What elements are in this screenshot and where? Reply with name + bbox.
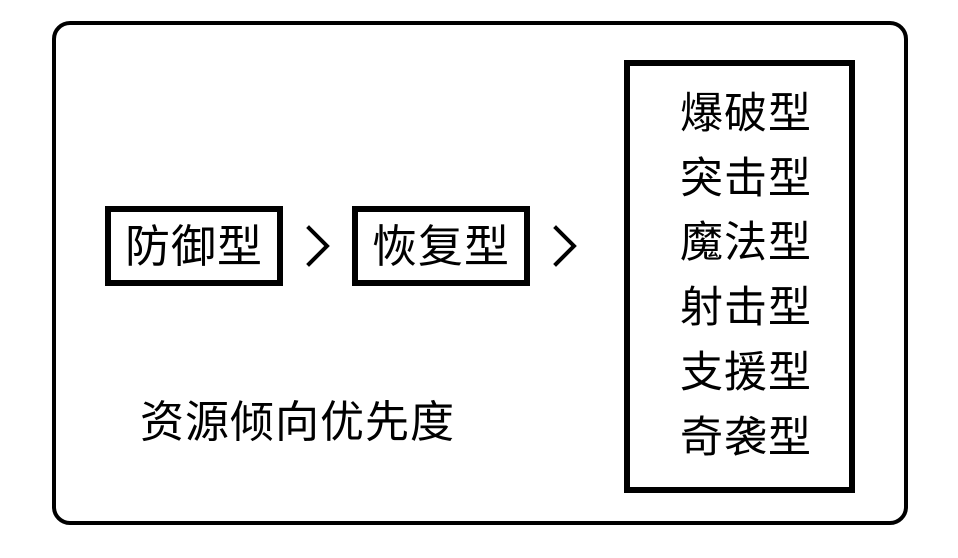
- tier-label-defense: 防御型: [125, 219, 264, 273]
- category-list-box: 爆破型 突击型 魔法型 射击型 支援型 奇袭型: [624, 60, 855, 493]
- list-item[interactable]: 射击型: [680, 283, 812, 334]
- tier-box-defense[interactable]: 防御型: [105, 206, 284, 286]
- tier-label-recovery: 恢复型: [372, 219, 511, 273]
- list-item[interactable]: 奇袭型: [680, 413, 812, 464]
- list-item[interactable]: 支援型: [680, 348, 812, 399]
- list-item[interactable]: 爆破型: [680, 88, 812, 139]
- tier-box-recovery[interactable]: 恢复型: [352, 206, 531, 286]
- chevron-right-icon-1: [283, 206, 352, 286]
- list-item[interactable]: 魔法型: [680, 218, 812, 269]
- chevron-right-icon-2: [530, 206, 599, 286]
- caption-resource-priority: 资源倾向优先度: [140, 397, 455, 448]
- priority-chain: 防御型 恢复型: [105, 206, 599, 286]
- list-item[interactable]: 突击型: [680, 153, 812, 204]
